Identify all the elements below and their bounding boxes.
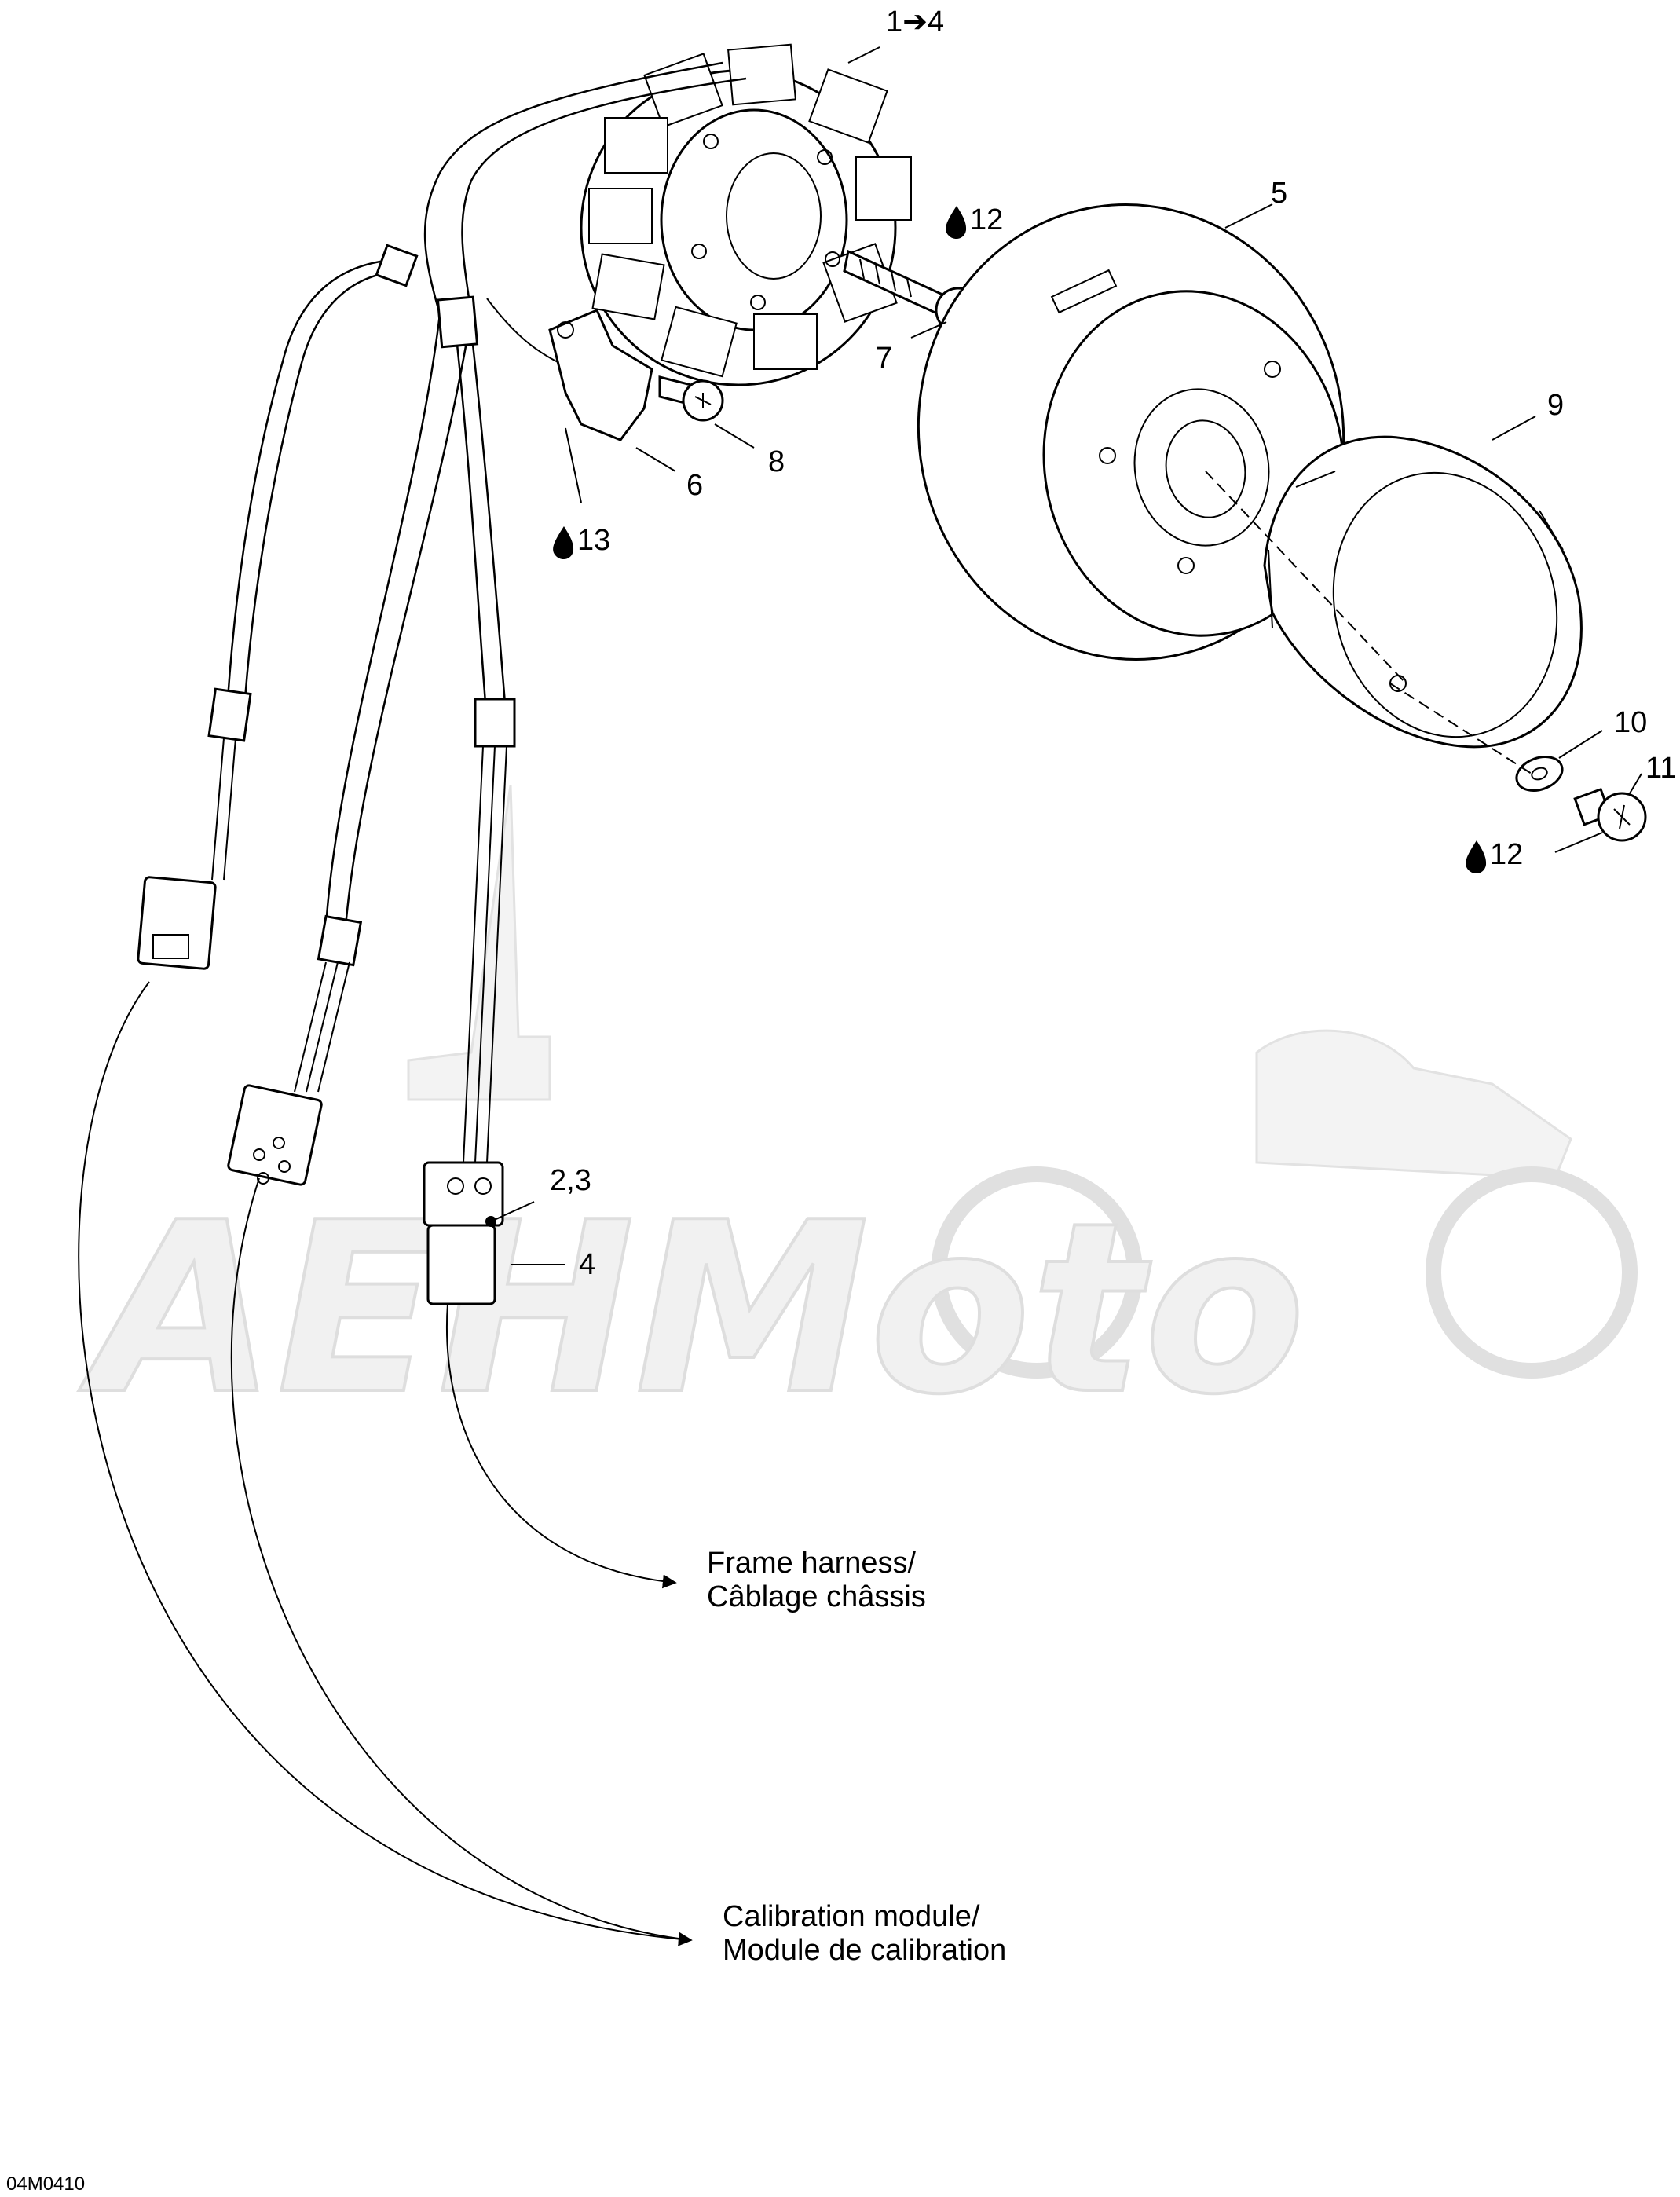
- washer-10: [1515, 756, 1564, 792]
- callout-2-3: 2,3: [550, 1164, 591, 1197]
- callout-13: 13: [577, 524, 610, 557]
- thread-locker-drop-icon: [553, 526, 574, 560]
- callout-4: 4: [579, 1248, 595, 1281]
- watermark: AEHMoto: [75, 785, 1638, 1448]
- drawing-code: 04M0410: [6, 2173, 85, 2195]
- watermark-text: AEHMoto: [76, 1172, 1306, 1446]
- callouts: 1➔4 5 12 7 9 8 6 13 10 11 12 2,3 4: [550, 5, 1676, 1281]
- callout-7: 7: [876, 342, 892, 375]
- destination-arrows: [78, 981, 693, 1946]
- connectors: [137, 876, 504, 1305]
- pickup-bracket: [548, 309, 653, 441]
- calibration-module-label: Calibration module/: [723, 1900, 980, 1933]
- callout-9: 9: [1547, 389, 1564, 422]
- destination-notes: Frame harness/ Câblage châssis Calibrati…: [707, 1547, 1006, 1967]
- callout-5: 5: [1271, 177, 1287, 210]
- screw-8: [658, 375, 724, 422]
- stator: [580, 43, 912, 386]
- bolt-11: [1573, 787, 1647, 842]
- callout-10: 10: [1614, 706, 1647, 739]
- thread-locker-drop-icon: [1466, 840, 1487, 874]
- frame-harness-label-fr: Câblage châssis: [707, 1580, 926, 1613]
- callout-6: 6: [686, 469, 703, 502]
- callout-12b: 12: [1490, 838, 1523, 871]
- calibration-module-label-fr: Module de calibration: [723, 1934, 1006, 1967]
- leader-lines: [490, 46, 1642, 1265]
- wiring-harness: [207, 61, 747, 1163]
- frame-harness-label: Frame harness/: [707, 1547, 917, 1580]
- callout-1-4: 1➔4: [886, 5, 944, 38]
- callout-12a: 12: [970, 203, 1003, 236]
- thread-locker-drop-icon: [946, 206, 967, 240]
- callout-11: 11: [1645, 752, 1676, 785]
- ring-gear: [1263, 435, 1583, 749]
- callout-8: 8: [768, 445, 785, 478]
